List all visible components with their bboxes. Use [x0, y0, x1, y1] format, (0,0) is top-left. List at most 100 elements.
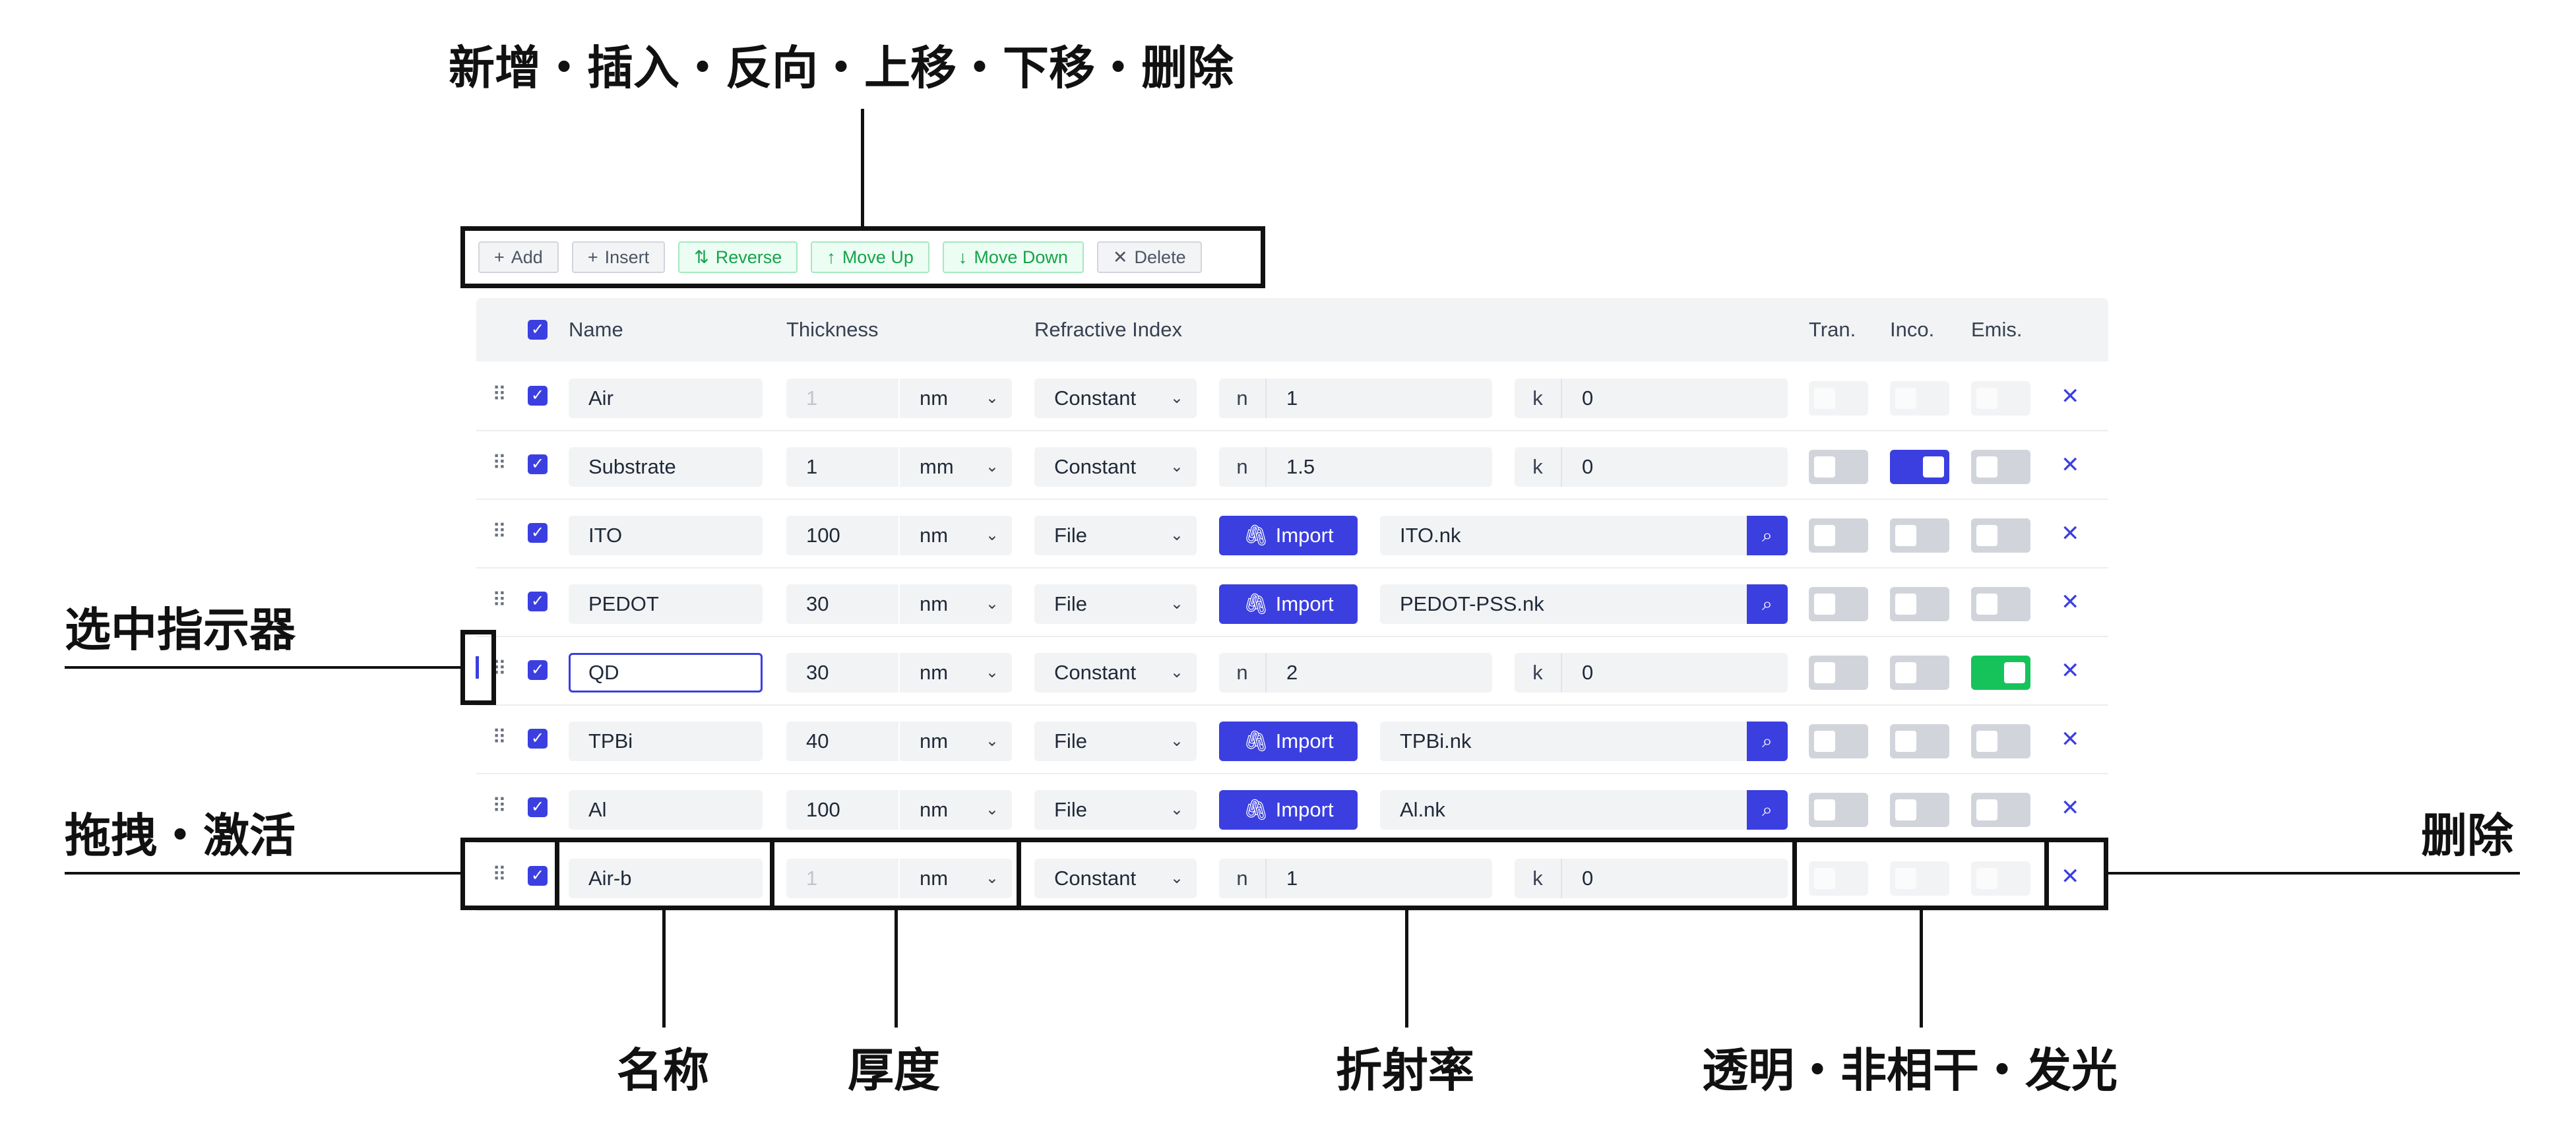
- delete-row-close-icon[interactable]: ✕: [2061, 521, 2080, 546]
- name-input[interactable]: TPBi: [569, 722, 763, 761]
- select-all-checkbox[interactable]: ✓: [528, 320, 548, 340]
- transparent-toggle[interactable]: [1809, 656, 1868, 690]
- drag-handle-icon[interactable]: ⠿: [492, 452, 507, 474]
- file-input[interactable]: TPBi.nk⌕: [1380, 722, 1788, 761]
- emissive-toggle[interactable]: [1971, 518, 2030, 553]
- emissive-toggle[interactable]: [1971, 724, 2030, 758]
- unit-select[interactable]: nm⌄: [900, 653, 1012, 693]
- file-input[interactable]: PEDOT-PSS.nk⌕: [1380, 584, 1788, 624]
- import-button[interactable]: 🖇Import: [1219, 790, 1358, 830]
- thickness-input[interactable]: 40: [786, 722, 898, 761]
- search-icon[interactable]: ⌕: [1747, 790, 1788, 830]
- chevron-down-icon: ⌄: [1170, 801, 1183, 818]
- delete-button[interactable]: ✕Delete: [1096, 241, 1202, 273]
- row-active-checkbox[interactable]: ✓: [528, 386, 548, 406]
- mode-select[interactable]: File⌄: [1034, 790, 1197, 830]
- drag-handle-icon[interactable]: ⠿: [492, 795, 507, 817]
- emissive-toggle[interactable]: [1971, 793, 2030, 827]
- move-up-button[interactable]: ↑Move Up: [811, 241, 929, 273]
- name-input[interactable]: Air: [569, 379, 763, 418]
- incoherent-toggle[interactable]: [1890, 793, 1949, 827]
- emissive-toggle[interactable]: [1971, 656, 2030, 690]
- unit-select[interactable]: nm⌄: [900, 516, 1012, 555]
- row-active-checkbox[interactable]: ✓: [528, 866, 548, 886]
- incoherent-toggle[interactable]: [1890, 656, 1949, 690]
- mode-select[interactable]: File⌄: [1034, 584, 1197, 624]
- delete-row-close-icon[interactable]: ✕: [2061, 658, 2080, 683]
- file-input[interactable]: Al.nk⌕: [1380, 790, 1788, 830]
- unit-select[interactable]: nm⌄: [900, 790, 1012, 830]
- transparent-toggle[interactable]: [1809, 518, 1868, 553]
- delete-row-close-icon[interactable]: ✕: [2061, 590, 2080, 615]
- incoherent-toggle[interactable]: [1890, 518, 1949, 553]
- delete-row-close-icon[interactable]: ✕: [2061, 384, 2080, 409]
- thickness-input[interactable]: 100: [786, 790, 898, 830]
- row-active-checkbox[interactable]: ✓: [528, 523, 548, 543]
- delete-row-close-icon[interactable]: ✕: [2061, 864, 2080, 889]
- import-button[interactable]: 🖇Import: [1219, 722, 1358, 761]
- mode-select[interactable]: File⌄: [1034, 722, 1197, 761]
- unit-select[interactable]: nm⌄: [900, 722, 1012, 761]
- reverse-button[interactable]: ⇅Reverse: [678, 241, 798, 273]
- incoherent-toggle[interactable]: [1890, 587, 1949, 621]
- drag-handle-icon[interactable]: ⠿: [492, 521, 507, 543]
- mode-select[interactable]: Constant⌄: [1034, 653, 1197, 693]
- transparent-toggle[interactable]: [1809, 450, 1868, 484]
- toggle-knob: [1976, 868, 1997, 889]
- thickness-input[interactable]: 1: [786, 447, 898, 487]
- drag-handle-icon[interactable]: ⠿: [492, 590, 507, 611]
- mode-select[interactable]: Constant⌄: [1034, 447, 1197, 487]
- refractive-callout-line: [1405, 910, 1408, 1028]
- thickness-input[interactable]: 30: [786, 653, 898, 693]
- name-input[interactable]: Air-b: [569, 859, 763, 898]
- delete-row-close-icon[interactable]: ✕: [2061, 727, 2080, 752]
- incoherent-toggle[interactable]: [1890, 450, 1949, 484]
- delete-row-close-icon[interactable]: ✕: [2061, 452, 2080, 477]
- row-active-checkbox[interactable]: ✓: [528, 729, 548, 749]
- unit-select[interactable]: nm⌄: [900, 859, 1012, 898]
- insert-button[interactable]: +Insert: [571, 241, 666, 273]
- search-icon[interactable]: ⌕: [1747, 722, 1788, 761]
- row-active-checkbox[interactable]: ✓: [528, 592, 548, 611]
- thickness-input[interactable]: 100: [786, 516, 898, 555]
- row-active-checkbox[interactable]: ✓: [528, 454, 548, 474]
- name-input[interactable]: Substrate: [569, 447, 763, 487]
- emissive-toggle[interactable]: [1971, 587, 2030, 621]
- mode-select[interactable]: Constant⌄: [1034, 379, 1197, 418]
- search-icon[interactable]: ⌕: [1747, 516, 1788, 555]
- transparent-toggle[interactable]: [1809, 587, 1868, 621]
- import-button[interactable]: 🖇Import: [1219, 516, 1358, 555]
- name-input[interactable]: PEDOT: [569, 584, 763, 624]
- file-input[interactable]: ITO.nk⌕: [1380, 516, 1788, 555]
- emissive-toggle[interactable]: [1971, 450, 2030, 484]
- mode-select[interactable]: Constant⌄: [1034, 859, 1197, 898]
- thickness-input[interactable]: 30: [786, 584, 898, 624]
- name-input[interactable]: ITO: [569, 516, 763, 555]
- transparent-toggle[interactable]: [1809, 793, 1868, 827]
- name-input[interactable]: Al: [569, 790, 763, 830]
- incoherent-toggle[interactable]: [1890, 724, 1949, 758]
- name-input[interactable]: QD: [569, 653, 763, 693]
- row-active-checkbox[interactable]: ✓: [528, 797, 548, 817]
- unit-select[interactable]: nm⌄: [900, 379, 1012, 418]
- unit-select[interactable]: mm⌄: [900, 447, 1012, 487]
- add-button[interactable]: +Add: [478, 241, 559, 273]
- mode-select[interactable]: File⌄: [1034, 516, 1197, 555]
- move-down-button[interactable]: ↓Move Down: [942, 241, 1084, 273]
- drag-handle-icon[interactable]: ⠿: [492, 727, 507, 749]
- drag-handle-icon[interactable]: ⠿: [492, 384, 507, 406]
- row-active-checkbox[interactable]: ✓: [528, 660, 548, 680]
- search-icon[interactable]: ⌕: [1747, 584, 1788, 624]
- import-button[interactable]: 🖇Import: [1219, 584, 1358, 624]
- transparent-toggle[interactable]: [1809, 724, 1868, 758]
- delete-row-close-icon[interactable]: ✕: [2061, 795, 2080, 820]
- unit-select[interactable]: nm⌄: [900, 584, 1012, 624]
